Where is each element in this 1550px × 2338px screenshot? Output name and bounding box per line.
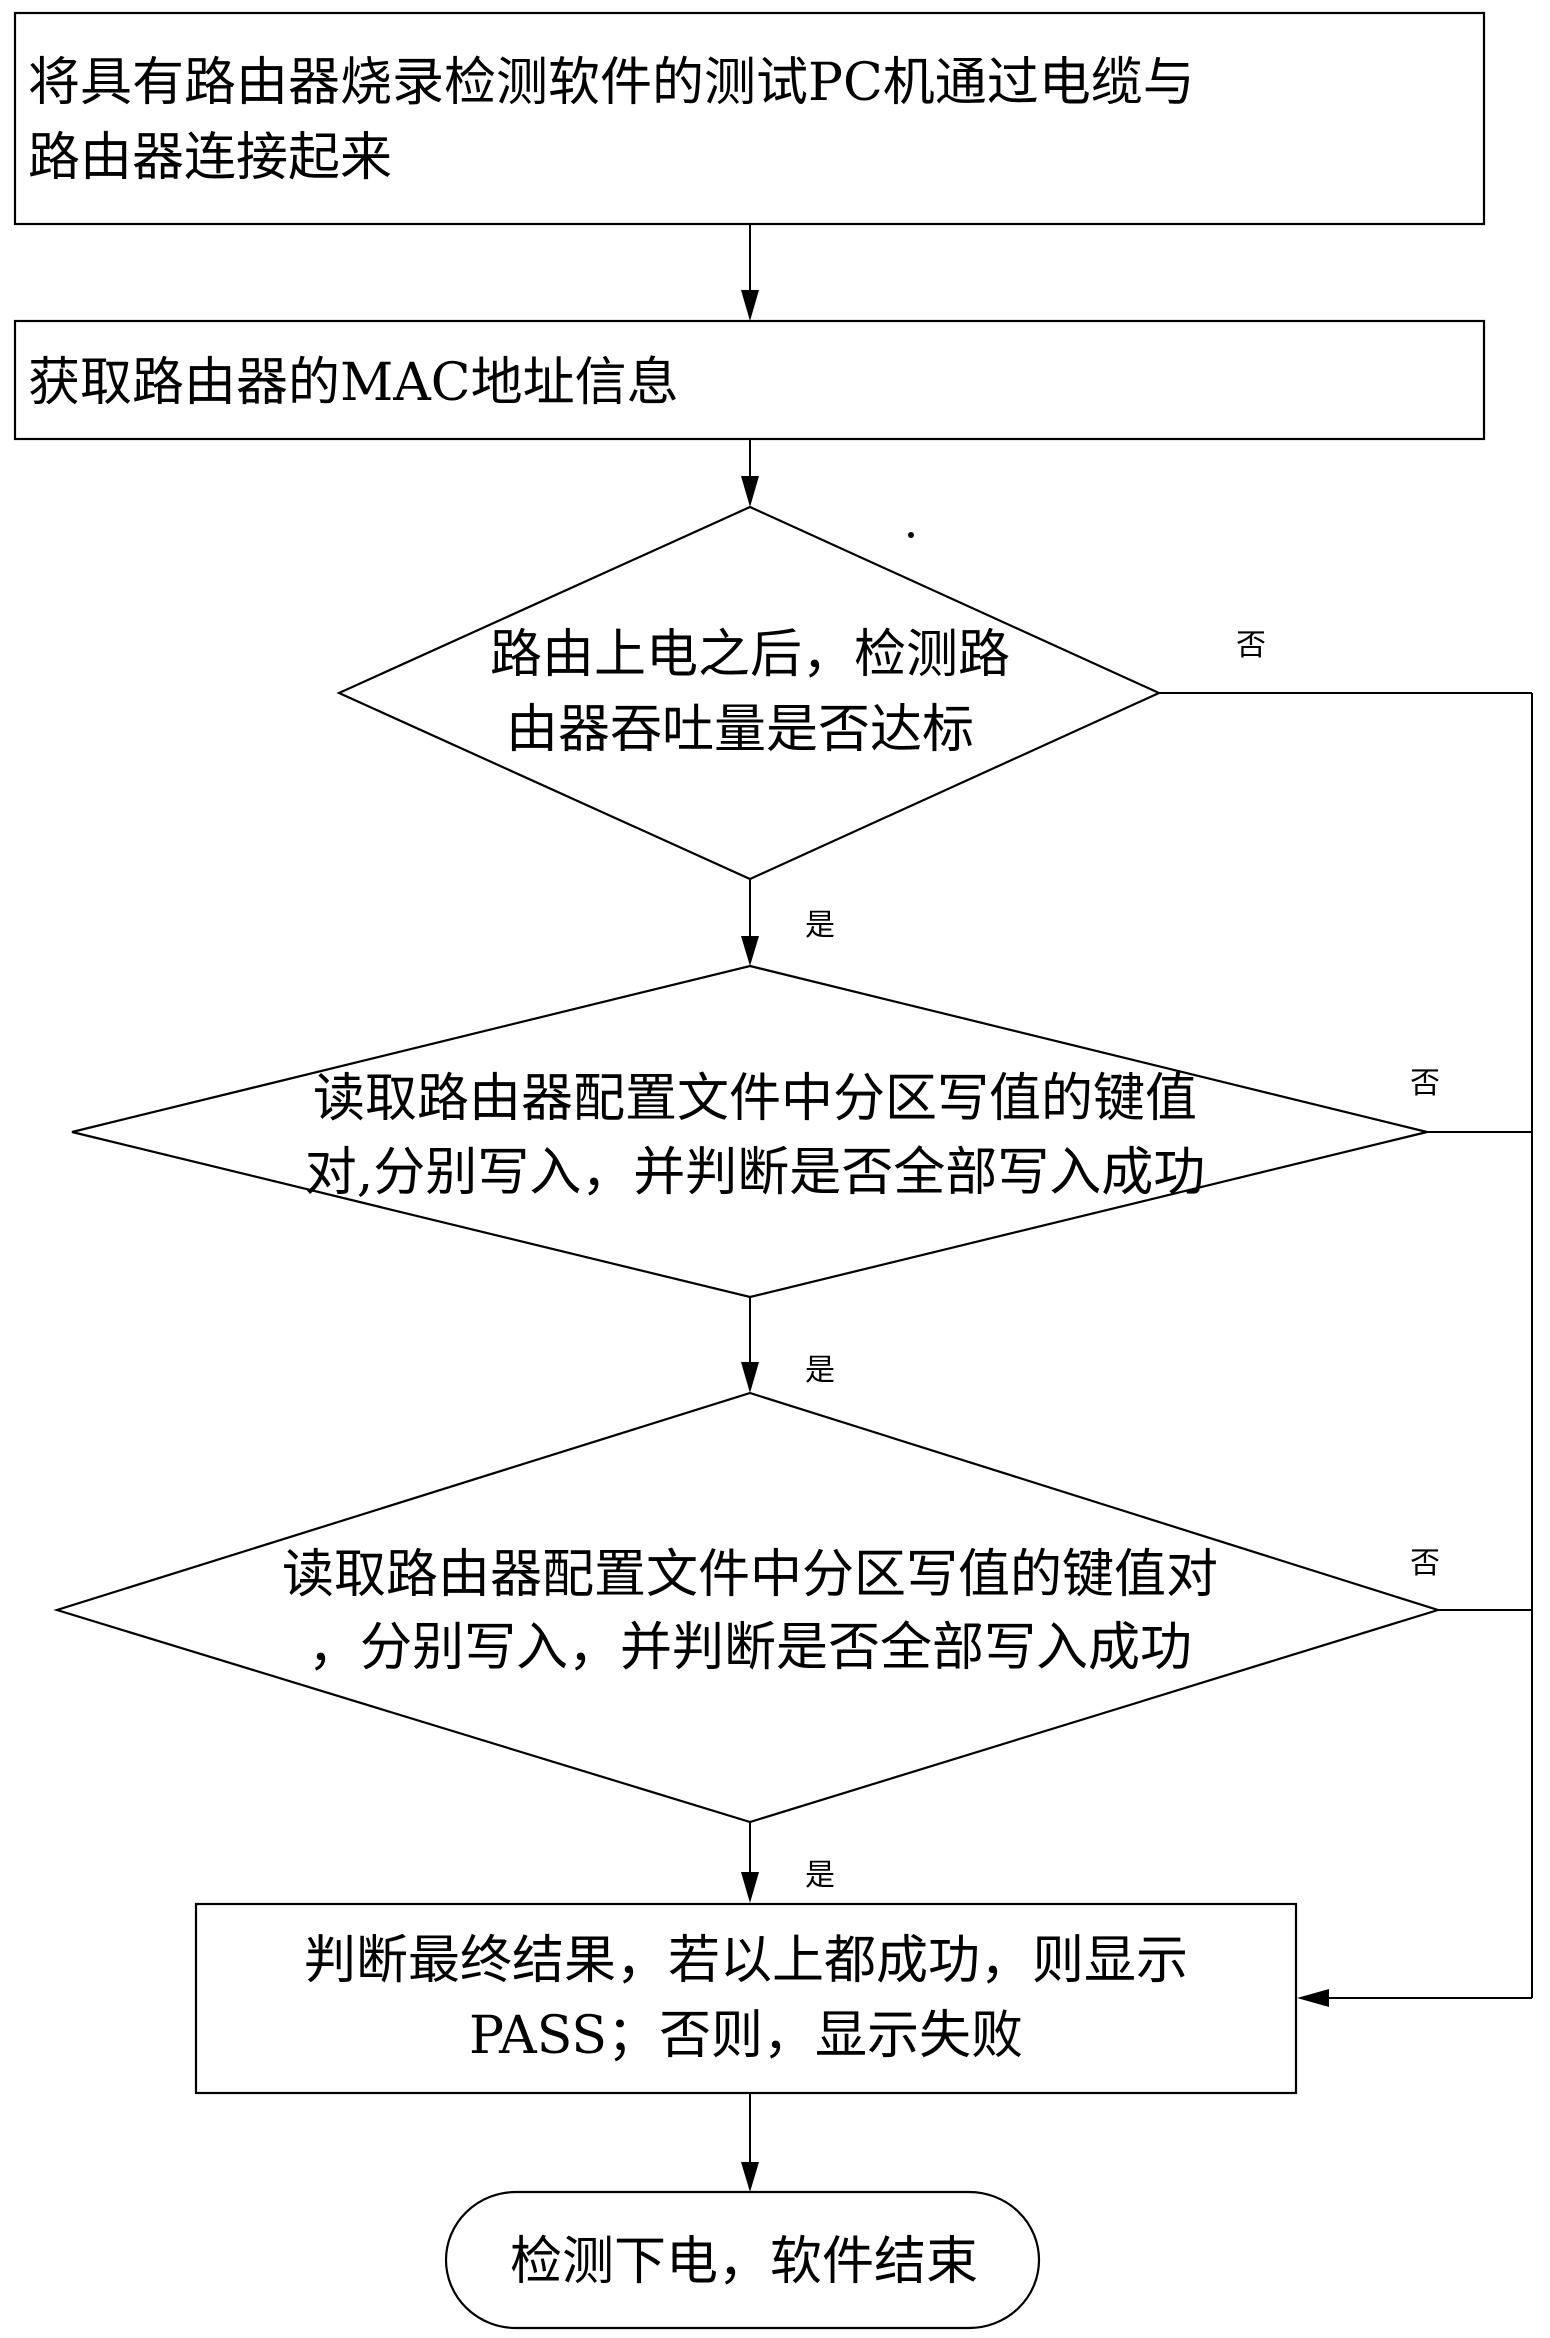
- decision1-text-line2: 由器吞吐量是否达标: [506, 700, 974, 760]
- decision1-text-line1: 路由上电之后，检测路: [490, 625, 1010, 685]
- terminator-end: 检测下电，软件结束: [444, 2190, 1041, 2330]
- decision2-text-line1: 读取路由器配置文件中分区写值的键值: [313, 1069, 1197, 1129]
- step2-text: 获取路由器的MAC地址信息: [28, 353, 679, 413]
- stray-dot: [908, 532, 914, 538]
- step1-box-shape: [13, 11, 1486, 226]
- step1-text-line1: 将具有路由器烧录检测软件的测试PC机通过电缆与: [28, 53, 1195, 113]
- arrow-step1-to-step2: [741, 224, 759, 321]
- end-text: 检测下电，软件结束: [510, 2232, 978, 2292]
- decision2-no-label: 否: [1410, 1066, 1440, 1101]
- arrowhead-icon: [741, 1872, 759, 1903]
- decision3-text-line1: 读取路由器配置文件中分区写值的键值对: [282, 1545, 1218, 1605]
- arrowhead-icon: [741, 290, 759, 321]
- decision1-shape: [336, 505, 1162, 881]
- decision3-no-label: 否: [1410, 1546, 1440, 1581]
- arrow-step2-to-decision1: [741, 439, 759, 507]
- arrow-step3-to-end: [741, 2093, 759, 2192]
- arrow-decision3-to-step3: 是: [741, 1822, 835, 1903]
- arrowhead-icon: [741, 1362, 759, 1393]
- arrowhead-icon: [741, 476, 759, 507]
- arrowhead-icon: [1297, 1989, 1329, 2007]
- step3-box-shape: [194, 1902, 1298, 2095]
- step3-text-line1: 判断最终结果，若以上都成功，则显示: [304, 1931, 1188, 1991]
- decision-diamond-3: 读取路由器配置文件中分区写值的键值对 ，分别写入，并判断是否全部写入成功: [53, 1391, 1442, 1824]
- decision-diamond-2: 读取路由器配置文件中分区写值的键值 对,分别写入，并判断是否全部写入成功: [71, 964, 1428, 1299]
- step3-text-line2: PASS；否则，显示失败: [469, 2006, 1023, 2066]
- arrow-decision2-to-decision3: 是: [741, 1297, 835, 1393]
- process-box-step3: 判断最终结果，若以上都成功，则显示 PASS；否则，显示失败: [194, 1902, 1298, 2095]
- decision3-shape: [53, 1391, 1442, 1824]
- arrow-decision1-to-decision2: 是: [741, 879, 835, 966]
- process-box-step1: 将具有路由器烧录检测软件的测试PC机通过电缆与 路由器连接起来: [13, 11, 1486, 226]
- decision-diamond-1: 路由上电之后，检测路 由器吞吐量是否达标: [336, 505, 1162, 881]
- decision2-text-line2: 对,分别写入，并判断是否全部写入成功: [305, 1143, 1206, 1203]
- process-box-step2: 获取路由器的MAC地址信息: [13, 319, 1486, 441]
- decision3-text-line2: ，分别写入，并判断是否全部写入成功: [308, 1618, 1192, 1678]
- arrowhead-icon: [741, 2162, 759, 2192]
- decision1-yes-label: 是: [805, 908, 835, 943]
- decision2-yes-label: 是: [805, 1353, 835, 1388]
- decision1-no-label: 否: [1236, 628, 1266, 663]
- decision3-no-branch: 否: [1410, 1546, 1532, 1611]
- step1-text-line2: 路由器连接起来: [28, 128, 392, 188]
- arrowhead-icon: [741, 936, 759, 966]
- decision2-no-branch: 否: [1410, 1066, 1532, 1133]
- end-terminator-shape: [444, 2190, 1041, 2330]
- no-return-path: [1297, 693, 1533, 2007]
- decision1-no-branch: 否: [1159, 628, 1532, 694]
- decision2-shape: [71, 964, 1428, 1299]
- decision3-yes-label: 是: [805, 1858, 835, 1893]
